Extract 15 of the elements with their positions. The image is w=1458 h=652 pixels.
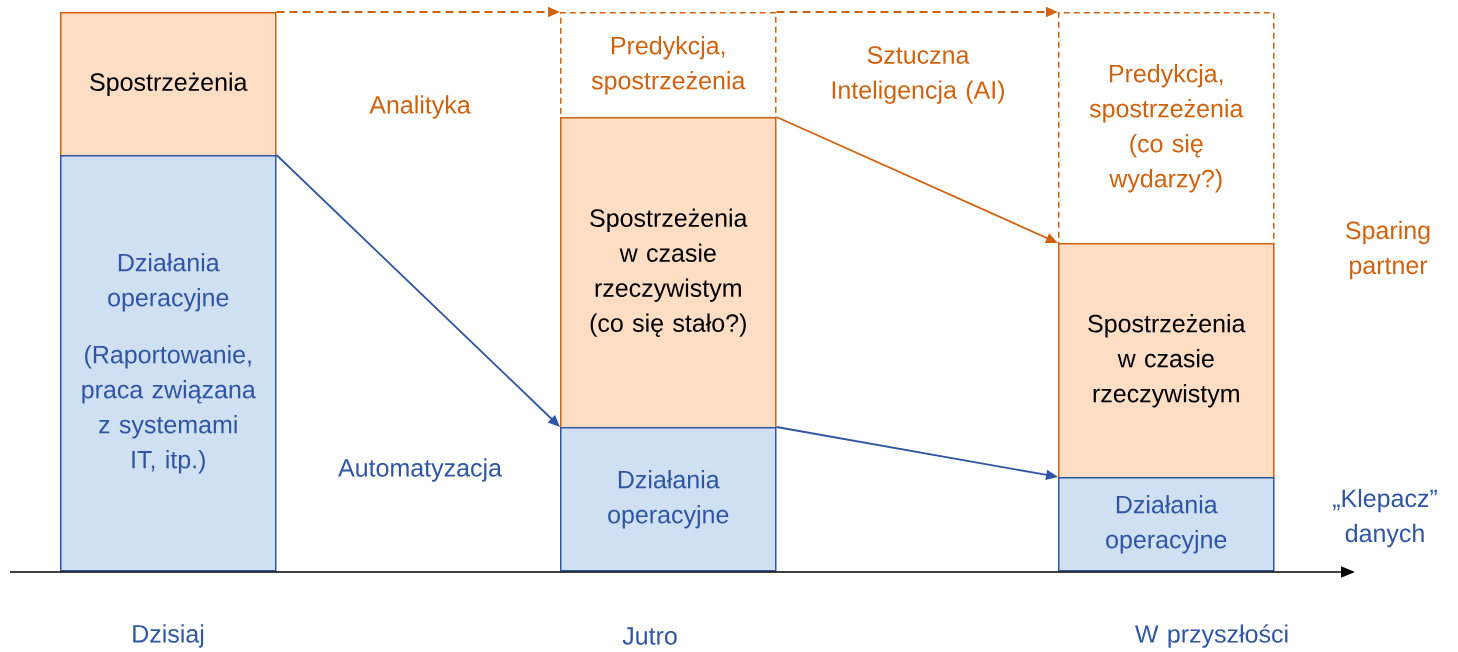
time-label: W przyszłości: [1135, 624, 1288, 648]
time-label: Jutro: [622, 627, 677, 645]
insight-box: Spostrzeżenia: [60, 12, 277, 157]
operations-box: Działania operacyjne: [1058, 477, 1275, 572]
arrow: [275, 154, 560, 427]
time-label: Dzisiaj: [133, 624, 204, 648]
operations-box: Działania operacyjne: [560, 427, 777, 572]
operations-box: Działania operacyjne (Raportowanie, praca związana z systemami IT, itp.): [60, 155, 277, 572]
role-label: Sparing partner: [1346, 220, 1430, 280]
role-label: „Klepacz” danych: [1333, 488, 1437, 548]
section-label: Automatyzacja: [338, 458, 502, 482]
section-label: Analityka: [369, 95, 471, 119]
insight-box: Spostrzeżenia w czasie rzeczywistym (co się stało?): [560, 117, 777, 429]
section-label: Sztuczna Inteligencja (AI): [832, 46, 1004, 104]
insight-box: Spostrzeżenia w czasie rzeczywistym: [1058, 243, 1275, 479]
